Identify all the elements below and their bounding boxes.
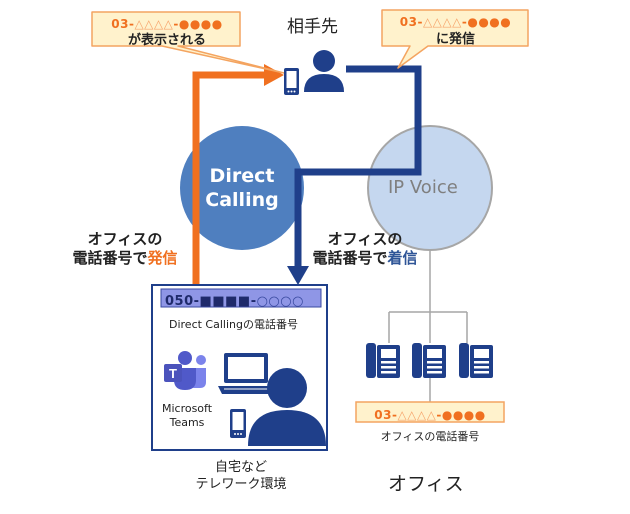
callout-right-shape: [381, 9, 529, 69]
incoming-label-highlight: 着信: [387, 249, 418, 267]
number-triangles: △△△△: [134, 17, 174, 31]
telework-caption: 自宅など テレワーク環境: [170, 459, 312, 493]
direct-calling-line2: Calling: [205, 189, 279, 211]
outgoing-label-prefix: 電話番号で: [72, 249, 148, 267]
office-label: オフィス: [388, 473, 464, 495]
office-number: 03-△△△△-●●●●: [356, 404, 504, 423]
office-desk-phone-icon: [412, 343, 446, 378]
office-desk-phone-icon: [366, 343, 400, 378]
teams-label-line2: Teams: [169, 416, 205, 429]
number-prefix: 03-: [111, 17, 135, 31]
number-triangles: △△△△: [397, 408, 437, 422]
telework-caption-line1: 自宅など: [214, 460, 267, 475]
incoming-label-prefix: 電話番号で: [312, 249, 388, 267]
callout-left-text: が表示される: [127, 33, 206, 48]
number-prefix: 03-: [374, 408, 398, 422]
teleworker-smartphone-icon: [230, 409, 246, 438]
number-prefix: 050-: [165, 294, 200, 309]
office-number-caption: オフィスの電話番号: [380, 430, 480, 443]
direct-calling-circle: [180, 126, 304, 250]
microsoft-teams-icon: T: [164, 351, 206, 390]
number-dots: ●●●●: [441, 408, 486, 422]
outgoing-call-path: [192, 71, 266, 287]
direct-calling-number: 050-■■■■-○○○○: [165, 290, 304, 309]
number-dash: -: [436, 408, 442, 422]
office-network-lines: [388, 250, 468, 343]
callout-right-text: に発信: [435, 32, 475, 47]
number-dash: -: [250, 294, 257, 309]
teams-label-line1: Microsoft: [161, 402, 213, 415]
office-number-box: [355, 401, 505, 423]
telework-caption-line2: テレワーク環境: [195, 477, 287, 492]
callee-person-icon: [304, 50, 344, 92]
number-triangles: △△△△: [422, 15, 462, 29]
incoming-label: オフィスの 電話番号で着信: [300, 230, 430, 268]
incoming-label-line1: オフィスの: [327, 230, 403, 248]
outgoing-label-line1: オフィスの: [87, 230, 163, 248]
callout-left-shape: [91, 11, 285, 74]
laptop-icon: [218, 353, 274, 394]
number-squares: ■■■■: [199, 294, 251, 309]
number-rings: ○○○○: [256, 294, 304, 309]
incoming-arrowhead: [287, 266, 309, 285]
outgoing-label-highlight: 発信: [147, 249, 178, 267]
teleworker-person-icon: [248, 368, 326, 446]
direct-calling-number-caption: Direct Callingの電話番号: [169, 318, 298, 331]
direct-calling-number-bar: [160, 288, 322, 308]
callee-smartphone-icon: [284, 68, 299, 95]
ip-voice-label: IP Voice: [388, 177, 458, 198]
number-dash: -: [173, 17, 179, 31]
outgoing-label: オフィスの 電話番号で発信: [60, 230, 190, 268]
direct-calling-line1: Direct: [209, 165, 275, 187]
direct-calling-label: Direct Calling: [190, 164, 294, 212]
teams-label: Microsoft Teams: [156, 402, 218, 430]
incoming-call-path: [294, 65, 422, 268]
callout-left-number: 03-△△△△-●●●●: [94, 13, 240, 32]
callee-label: 相手先: [287, 17, 338, 37]
number-prefix: 03-: [399, 15, 423, 29]
number-dash: -: [461, 15, 468, 29]
svg-text:T: T: [169, 366, 177, 381]
office-desk-phone-icon: [459, 343, 493, 378]
number-dots: ●●●●: [467, 15, 512, 29]
outgoing-arrowhead: [264, 64, 284, 86]
number-dots: ●●●●: [178, 17, 223, 31]
callout-right-number: 03-△△△△-●●●●: [383, 11, 528, 30]
